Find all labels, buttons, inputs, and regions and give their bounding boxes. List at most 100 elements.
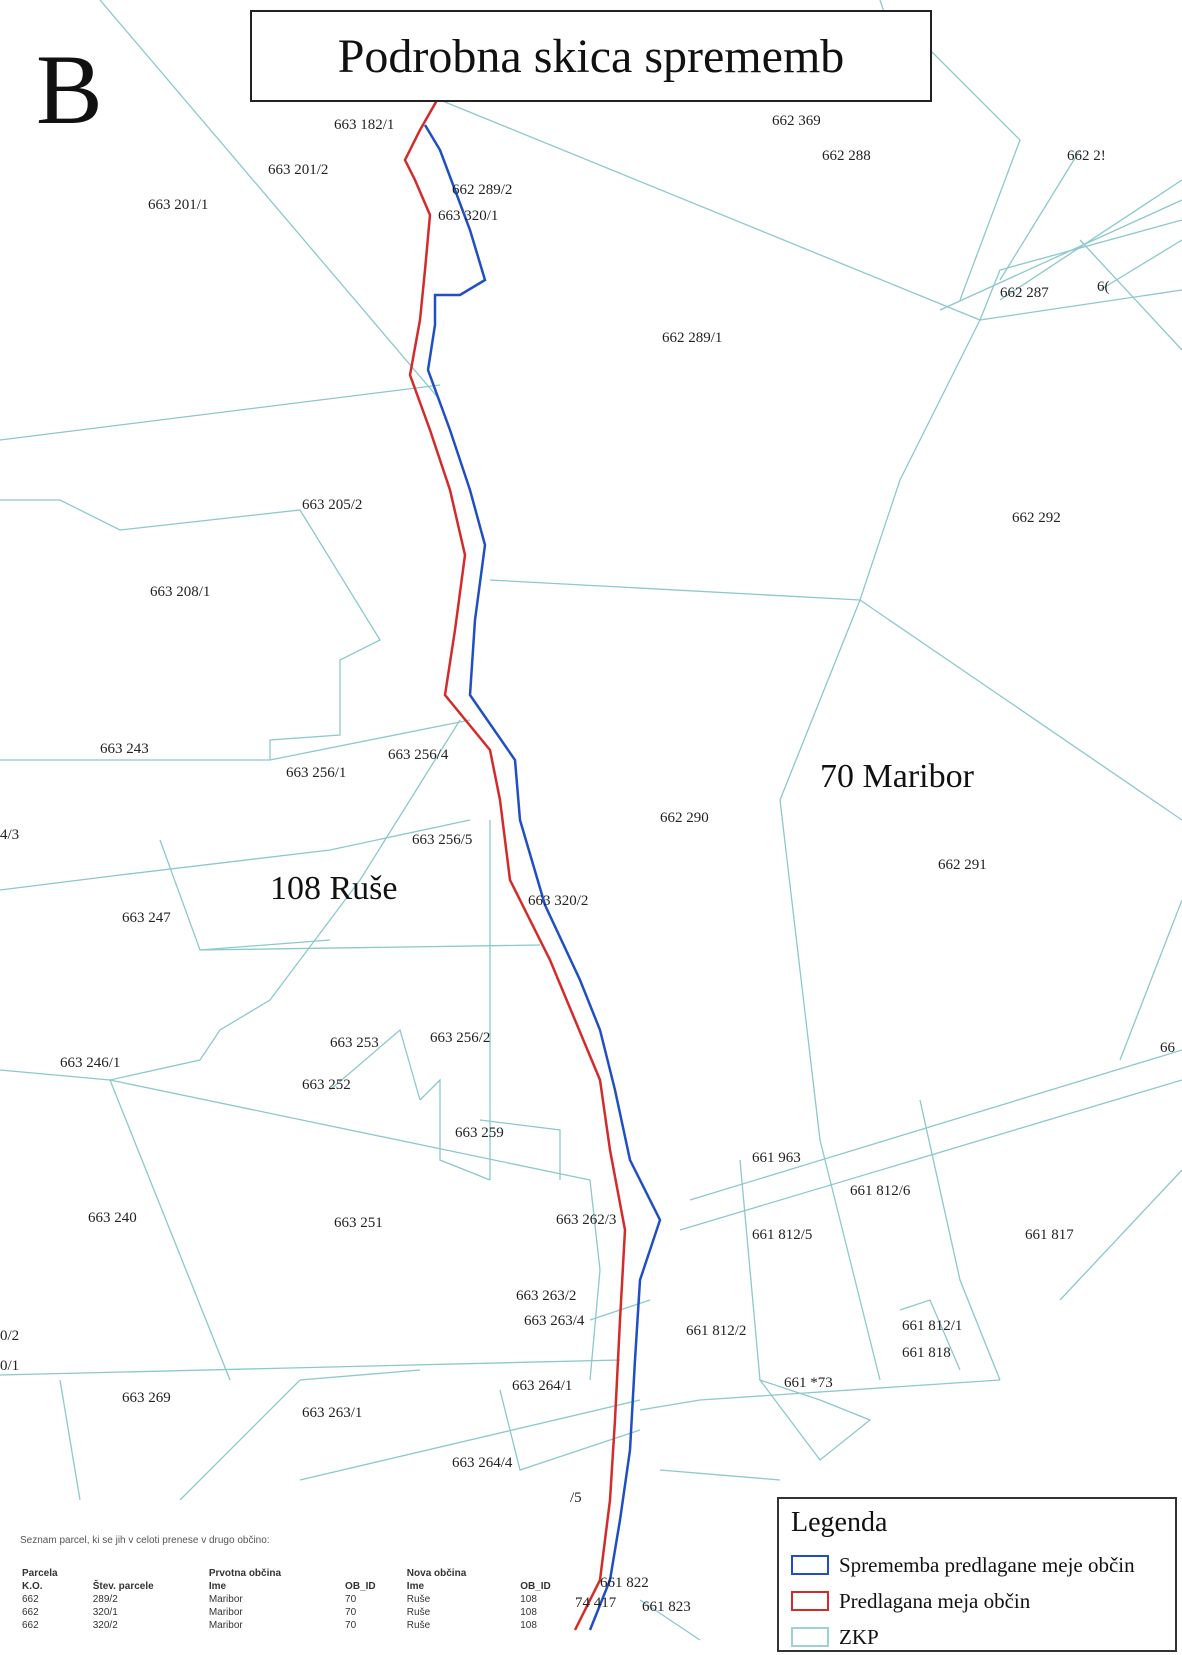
- table-group-header: Nova občina: [406, 1567, 467, 1579]
- proposed-boundary-line: [403, 94, 627, 1631]
- parcel-label: 662 288: [822, 148, 871, 164]
- legend-item-zkp: ZKP: [791, 1619, 1163, 1655]
- parcel-label: 663 246/1: [60, 1055, 121, 1071]
- legend-item-proposed-boundary: Predlagana meja občin: [791, 1583, 1163, 1619]
- parcel-label: 662 289/1: [662, 330, 723, 346]
- parcel-label: 661 812/2: [686, 1323, 747, 1339]
- table-cell: Maribor: [208, 1607, 243, 1618]
- parcel-label: 662 2!: [1067, 148, 1106, 164]
- municipality-label: 70 Maribor: [820, 758, 974, 795]
- parcel-label: 663 263/2: [516, 1288, 577, 1304]
- parcel-label: 74 417: [575, 1595, 617, 1611]
- table-group-header: [343, 1566, 405, 1580]
- parcel-label: 4/3: [0, 827, 20, 843]
- table-cell: 70: [345, 1620, 357, 1631]
- parcel-label: 663 240: [88, 1210, 137, 1226]
- table-cell: Ruše: [406, 1594, 431, 1605]
- municipality-label: 108 Ruše: [270, 870, 398, 907]
- parcel-label: 662 287: [1000, 285, 1049, 301]
- parcel-label: 663 320/2: [528, 893, 589, 909]
- table-cell: Ruše: [406, 1607, 431, 1618]
- parcel-label: 663 205/2: [302, 497, 363, 513]
- parcel-label: 661 812/5: [752, 1227, 813, 1243]
- table-cell: Ruše: [406, 1620, 431, 1631]
- parcel-label: 0/2: [0, 1328, 20, 1344]
- table-cell: 662: [22, 1620, 39, 1631]
- parcel-label: 663 201/2: [268, 162, 329, 178]
- parcel-label: 663 253: [330, 1035, 379, 1051]
- boundary-change-line: [423, 124, 662, 1631]
- table-caption: Seznam parcel, ki se jih v celoti prenes…: [20, 1535, 270, 1546]
- table-cell: 320/1: [92, 1607, 118, 1618]
- parcel-label: 663 263/1: [302, 1405, 363, 1421]
- parcel-label: 661 812/1: [902, 1318, 963, 1334]
- parcel-label: 663 320/1: [438, 208, 499, 224]
- parcel-label: 661 *73: [784, 1375, 833, 1391]
- table-cell: 70: [345, 1607, 357, 1618]
- legend-title: Legenda: [791, 1507, 888, 1538]
- parcel-label: 663 251: [334, 1215, 383, 1231]
- parcel-label: 663 247: [122, 910, 171, 926]
- panel-letter: B: [36, 34, 103, 145]
- parcel-transfer-table: Seznam parcel, ki se jih v celoti prenes…: [20, 1535, 580, 1632]
- table-cell: 662: [22, 1594, 39, 1605]
- table-column-header: OB_ID: [345, 1581, 376, 1592]
- legend-swatch: [791, 1627, 829, 1647]
- parcel-label: 663 259: [455, 1125, 504, 1141]
- parcel-label: 663 256/5: [412, 832, 473, 848]
- parcel-label: 663 256/4: [388, 747, 449, 763]
- parcel-label: 663 243: [100, 741, 149, 757]
- table-group-header: [91, 1566, 207, 1580]
- parcel-label: 663 262/3: [556, 1212, 617, 1228]
- table-column-header: Ime: [406, 1581, 425, 1592]
- table-cell: 108: [520, 1594, 537, 1605]
- table-cell: 108: [520, 1620, 537, 1631]
- parcel-label: 661 822: [600, 1575, 649, 1591]
- table-cell: 289/2: [92, 1594, 118, 1605]
- parcel-label: 663 252: [302, 1077, 351, 1093]
- parcel-label: 662 369: [772, 113, 821, 129]
- table-column-header: K.O.: [22, 1581, 43, 1592]
- table-cell: 70: [345, 1594, 357, 1605]
- table-row: 662 320/2 Maribor 70 Ruše 108: [20, 1619, 580, 1632]
- parcel-label: 662 292: [1012, 510, 1061, 526]
- table-cell: 320/2: [92, 1620, 118, 1631]
- parcel-label: 661 812/6: [850, 1183, 911, 1199]
- table-row: 662 320/1 Maribor 70 Ruše 108: [20, 1606, 580, 1619]
- table-group-header: Prvotna občina: [208, 1567, 282, 1579]
- parcel-label: 663 256/2: [430, 1030, 491, 1046]
- parcel-label: 663 208/1: [150, 584, 211, 600]
- parcel-label: 661 818: [902, 1345, 951, 1361]
- legend-swatch: [791, 1555, 829, 1575]
- parcel-label: 663 269: [122, 1390, 171, 1406]
- parcel-table: Parcela Prvotna občina Nova občina K.O. …: [20, 1566, 580, 1632]
- parcel-label: 663 264/4: [452, 1455, 513, 1471]
- map-title: Podrobna skica sprememb: [250, 10, 932, 102]
- parcel-label: 661 963: [752, 1150, 801, 1166]
- table-cell: Maribor: [208, 1594, 243, 1605]
- parcel-label: 0/1: [0, 1358, 20, 1374]
- table-group-header: Parcela: [22, 1567, 58, 1579]
- table-column-header: OB_ID: [520, 1581, 551, 1592]
- legend-label: Sprememba predlagane meje občin: [839, 1552, 1135, 1577]
- parcel-label: 663 182/1: [334, 117, 395, 133]
- parcel-label: 663 201/1: [148, 197, 209, 213]
- parcel-label: /5: [570, 1490, 582, 1506]
- parcel-label: 661 817: [1025, 1227, 1074, 1243]
- legend: Legenda Sprememba predlagane meje občin …: [777, 1497, 1177, 1652]
- table-column-header: Štev. parcele: [92, 1581, 154, 1592]
- parcel-label: 662 290: [660, 810, 709, 826]
- table-group-header: [518, 1566, 580, 1580]
- parcel-label: 6(: [1097, 279, 1110, 295]
- parcel-label: 663 264/1: [512, 1378, 573, 1394]
- legend-label: Predlagana meja občin: [839, 1588, 1031, 1613]
- table-cell: Maribor: [208, 1620, 243, 1631]
- parcel-label: 662 289/2: [452, 182, 513, 198]
- legend-item-boundary-change: Sprememba predlagane meje občin: [791, 1547, 1163, 1583]
- table-cell: 108: [520, 1607, 537, 1618]
- table-row: 662 289/2 Maribor 70 Ruše 108: [20, 1593, 580, 1606]
- table-column-header: Ime: [208, 1581, 227, 1592]
- parcel-label: 662 291: [938, 857, 987, 873]
- legend-label: ZKP: [839, 1624, 879, 1649]
